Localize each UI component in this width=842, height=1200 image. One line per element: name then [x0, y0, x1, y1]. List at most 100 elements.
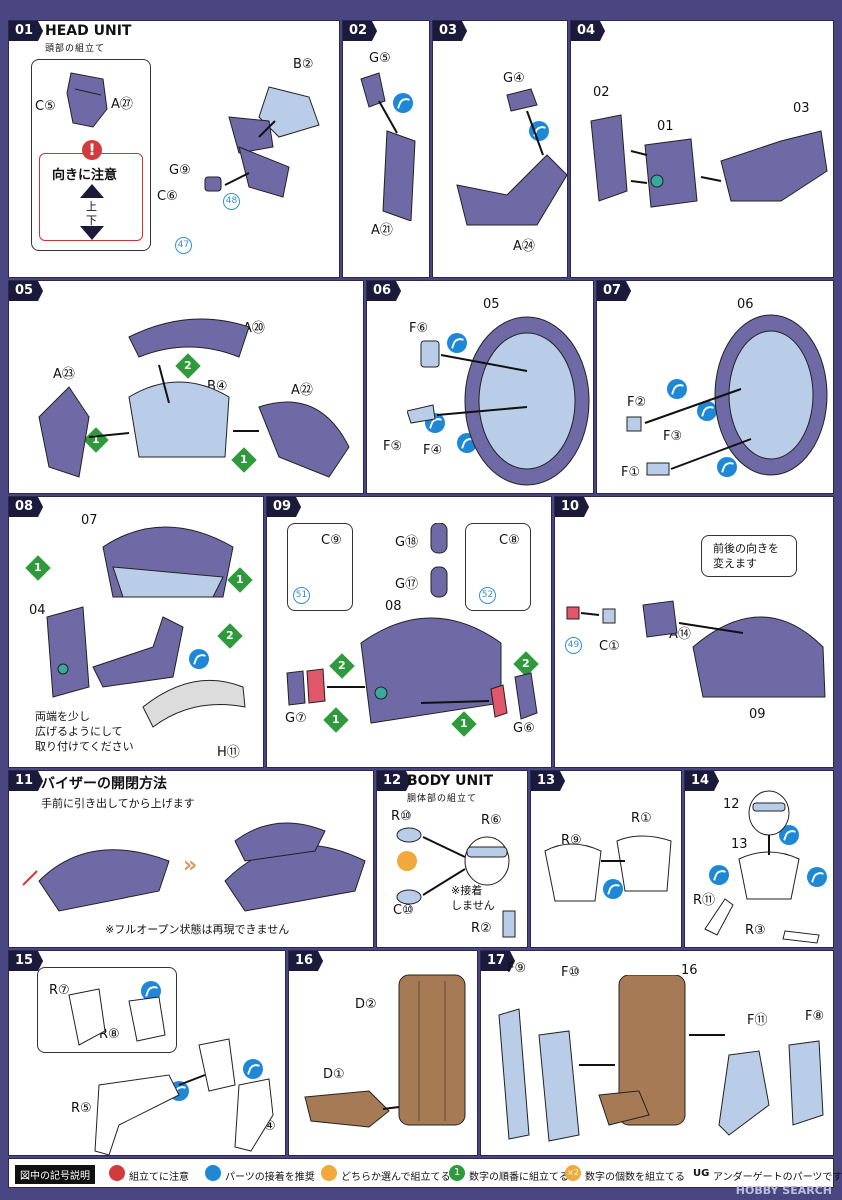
pilot-body-illustration [704, 790, 820, 944]
head-part-illustration [66, 72, 108, 128]
step-03-panel: 03 G④ A㉔ [432, 20, 568, 278]
part-label: F⑩ [561, 965, 581, 980]
part-ref: 12 [723, 797, 740, 812]
detail-callout [465, 523, 531, 611]
glue-icon [697, 401, 717, 421]
part-label: A㉒ [291, 383, 313, 398]
part-label: H⑪ [217, 745, 240, 760]
sticker-number: 49 [565, 637, 582, 654]
step-number: 11 [9, 771, 44, 791]
part-label: A㉗ [111, 97, 133, 112]
part-label: C⑥ [157, 189, 178, 204]
part-label: D① [323, 1067, 345, 1082]
glue-icon [393, 93, 413, 113]
legend-item: 数字の個数を組立てる [585, 1172, 685, 1183]
step-number: 07 [597, 281, 632, 301]
step-10-panel: 10 前後の向きを 変えます 49 C① A⑭ 09 [554, 496, 834, 768]
part-label: F① [621, 465, 641, 480]
step-04-panel: 04 02 01 03 [570, 20, 834, 278]
part-illustration [456, 88, 567, 226]
glue-icon [807, 867, 827, 887]
no-glue-note: ※接着 しません [451, 884, 495, 912]
glue-icon [205, 1165, 221, 1181]
part-label: R⑤ [71, 1101, 92, 1116]
step-08-panel: 08 07 04 H⑪ 1 1 2 両端を少し 広げるようにして 取り付けてくだ… [8, 496, 264, 768]
next-arrow-icon: » [183, 853, 198, 878]
step-number: 08 [9, 497, 44, 517]
head-interior-illustration [407, 316, 590, 486]
count-icon: ×2 [565, 1165, 581, 1181]
part-ref: 07 [81, 513, 98, 528]
choose-one-icon [321, 1165, 337, 1181]
part-label: G⑥ [513, 721, 535, 736]
part-label: C① [599, 639, 620, 654]
step-09-panel: 09 C⑨ G⑱ C⑧ G⑰ 08 G⑦ G⑥ 51 52 2 1 1 2 [266, 496, 552, 768]
step-06-panel: 06 05 F⑥ F⑤ F④ [366, 280, 594, 494]
legend-title: 図中の記号説明 [15, 1165, 95, 1184]
warning-icon: ! [82, 140, 102, 160]
part-label: F⑧ [805, 1009, 825, 1024]
part-illustration [360, 72, 416, 221]
part-label: A⑳ [243, 321, 265, 336]
step-number: 16 [289, 951, 324, 971]
up-label: 上 [86, 200, 97, 213]
pilot-head-illustration [396, 827, 516, 938]
step-number: 13 [531, 771, 566, 791]
part-label: F② [627, 395, 647, 410]
ug-mark: UG [693, 1168, 710, 1179]
step-title: HEAD UNIT [45, 23, 132, 39]
legend-item: 数字の順番に組立てる [469, 1172, 569, 1183]
glue-icon [243, 1059, 263, 1079]
glue-icon [189, 649, 209, 669]
part-label: R③ [745, 923, 766, 938]
part-label: F④ [423, 443, 443, 458]
head-assembly-illustration [204, 86, 320, 198]
step-number: 15 [9, 951, 44, 971]
up-arrow-icon [80, 184, 104, 198]
sticker-number: 47 [175, 237, 192, 254]
glue-icon [667, 379, 687, 399]
orientation-warning: ! 向きに注意 上 下 [39, 140, 143, 241]
part-label: R⑩ [391, 809, 412, 824]
orientation-callout [701, 535, 797, 577]
part-label: G⑱ [395, 535, 419, 550]
step-number: 03 [433, 21, 468, 41]
part-ref: 01 [657, 119, 674, 134]
part-ref: 08 [385, 599, 402, 614]
head-assembly-illustration [286, 523, 538, 724]
step-01-panel: 01 HEAD UNIT 頭部の組立て C⑤ A㉗ ! 向きに注意 上 下 B②… [8, 20, 340, 278]
assembly-illustration [590, 114, 828, 208]
assembly-note: 両端を少し 広げるようにして 取り付けてください [35, 710, 134, 753]
visor-note: ※フルオープン状態は再現できません [105, 923, 290, 936]
warning-icon [109, 1165, 125, 1181]
part-label: A㉓ [53, 367, 75, 382]
part-label: R① [631, 811, 652, 826]
sticker-number: 48 [223, 193, 240, 210]
part-label: F⑨ [507, 961, 527, 976]
step-number: 05 [9, 281, 44, 301]
step-11-panel: 11 バイザーの開閉方法 手前に引き出してから上げます » ※フルオープン状態は… [8, 770, 374, 948]
part-label: F⑥ [409, 321, 429, 336]
step-14-panel: 14 12 13 R⑪ R③ [684, 770, 834, 948]
head-assembly-illustration [566, 600, 826, 698]
glue-icon [141, 981, 161, 1001]
warning-text: 向きに注意 [52, 168, 118, 183]
part-label: D② [355, 997, 377, 1012]
step-number: 14 [685, 771, 720, 791]
step-subtitle: 手前に引き出してから上げます [41, 797, 195, 810]
step-subtitle: 胴体部の組立て [407, 794, 478, 804]
legs-illustration [68, 988, 274, 1155]
part-label: R⑥ [481, 813, 502, 828]
glue-icon [529, 121, 549, 141]
step-number: 01 [9, 21, 44, 41]
step-number: 02 [343, 21, 378, 41]
down-label: 下 [86, 214, 97, 227]
legend-item: アンダーゲートのパーツです [713, 1172, 842, 1183]
part-label: C⑤ [35, 99, 56, 114]
legend-item: どちらか選んで組立てる [341, 1172, 451, 1183]
part-label: R⑪ [693, 893, 716, 908]
step-13-panel: 13 R⑨ R① [530, 770, 682, 948]
torso-illustration [544, 835, 672, 902]
step-16-panel: 16 D② D① [288, 950, 478, 1156]
glue-icon [717, 457, 737, 477]
